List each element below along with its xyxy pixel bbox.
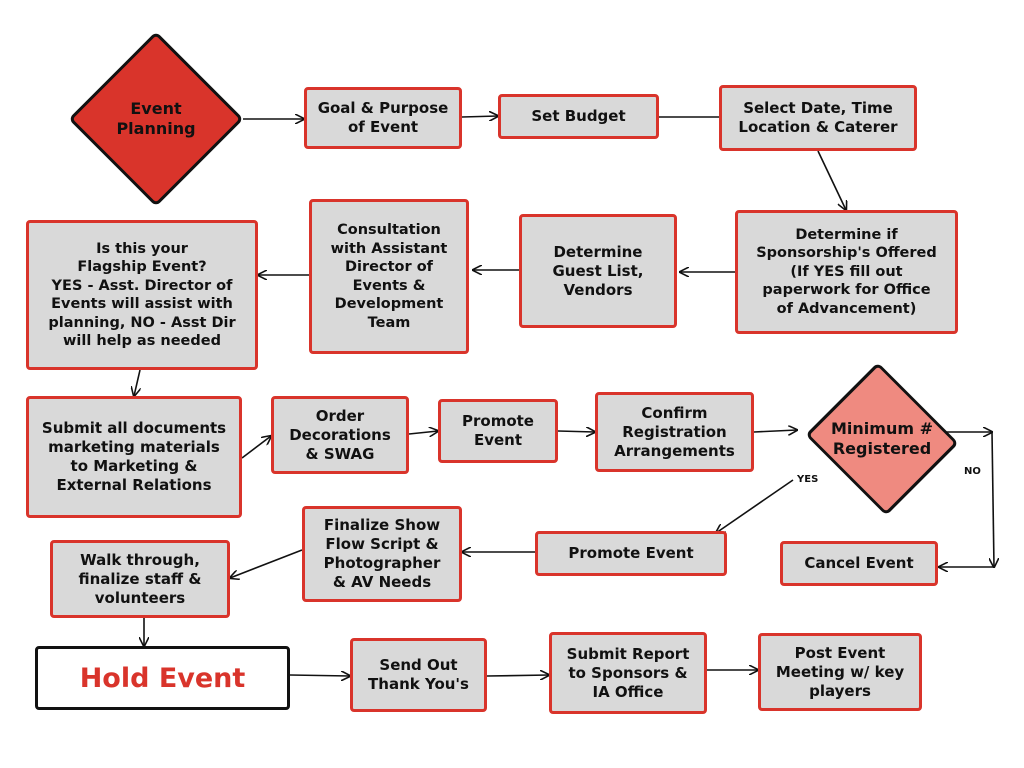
submit-report-label: Submit Report to Sponsors & IA Office	[566, 644, 690, 701]
confirm-registration-label: Confirm Registration Arrangements	[614, 403, 735, 460]
walk-through-box: Walk through, finalize staff & volunteer…	[50, 540, 230, 618]
set-budget-box: Set Budget	[498, 94, 659, 139]
minimum-registered-label: Minimum # Registered	[831, 419, 933, 458]
finalize-show-box: Finalize Show Flow Script & Photographer…	[302, 506, 462, 602]
cancel-event-box: Cancel Event	[780, 541, 938, 586]
arrow-submit-to-order	[241, 436, 271, 459]
guest-list-label: Determine Guest List, Vendors	[552, 242, 644, 299]
event-planning-diamond: Event Planning	[68, 31, 244, 207]
goal-purpose-box: Goal & Purpose of Event	[304, 87, 462, 149]
flagship-label: Is this your Flagship Event? YES - Asst.…	[48, 240, 236, 350]
cancel-event-label: Cancel Event	[804, 554, 914, 572]
submit-report-box: Submit Report to Sponsors & IA Office	[549, 632, 707, 714]
consultation-label: Consultation with Assistant Director of …	[330, 222, 448, 331]
event-planning-label: Event Planning	[116, 99, 196, 138]
guest-list-box: Determine Guest List, Vendors	[519, 214, 677, 328]
sponsorship-box: Determine if Sponsorship's Offered (If Y…	[735, 210, 958, 334]
post-event-box: Post Event Meeting w/ key players	[758, 633, 922, 711]
line-no-down	[992, 431, 994, 567]
arrow-promote-to-confirm	[557, 431, 595, 432]
confirm-registration-box: Confirm Registration Arrangements	[595, 392, 754, 472]
arrow-finalize-to-walk	[230, 549, 303, 578]
minimum-registered-diamond: Minimum # Registered	[797, 362, 967, 516]
finalize-show-label: Finalize Show Flow Script & Photographer…	[323, 516, 441, 591]
send-thanks-label: Send Out Thank You's	[368, 656, 469, 693]
promote-event-box-2: Promote Event	[535, 531, 727, 576]
flagship-box: Is this your Flagship Event? YES - Asst.…	[26, 220, 258, 370]
arrow-minimum-yes	[716, 479, 794, 533]
hold-event-label: Hold Event	[79, 662, 246, 694]
promote-event-label-2: Promote Event	[568, 544, 694, 562]
sponsorship-label: Determine if Sponsorship's Offered (If Y…	[756, 226, 937, 317]
no-edge-label: NO	[964, 466, 981, 477]
select-date-label: Select Date, Time Location & Caterer	[738, 99, 898, 136]
promote-event-label-1: Promote Event	[462, 412, 534, 449]
goal-purpose-label: Goal & Purpose of Event	[317, 99, 449, 136]
post-event-label: Post Event Meeting w/ key players	[775, 643, 905, 700]
walk-through-label: Walk through, finalize staff & volunteer…	[78, 550, 202, 607]
arrow-date-to-sponsorship	[817, 150, 846, 210]
hold-event-box: Hold Event	[35, 646, 290, 710]
arrow-flagship-to-submit	[134, 369, 140, 396]
order-decorations-box: Order Decorations & SWAG	[271, 396, 409, 474]
promote-event-box-1: Promote Event	[438, 399, 558, 463]
arrow-confirm-to-minimum	[753, 430, 797, 432]
arrow-hold-to-thanks	[289, 675, 350, 676]
order-decorations-label: Order Decorations & SWAG	[289, 406, 391, 463]
arrow-goal-to-budget	[461, 116, 498, 117]
submit-docs-box: Submit all documents marketing materials…	[26, 396, 242, 518]
yes-edge-label: YES	[797, 474, 819, 485]
consultation-box: Consultation with Assistant Director of …	[309, 199, 469, 354]
set-budget-label: Set Budget	[531, 107, 626, 125]
send-thanks-box: Send Out Thank You's	[350, 638, 487, 712]
submit-docs-label: Submit all documents marketing materials…	[41, 419, 227, 494]
arrow-order-to-promote	[408, 431, 438, 434]
arrow-thanks-to-report	[486, 675, 549, 676]
select-date-box: Select Date, Time Location & Caterer	[719, 85, 917, 151]
